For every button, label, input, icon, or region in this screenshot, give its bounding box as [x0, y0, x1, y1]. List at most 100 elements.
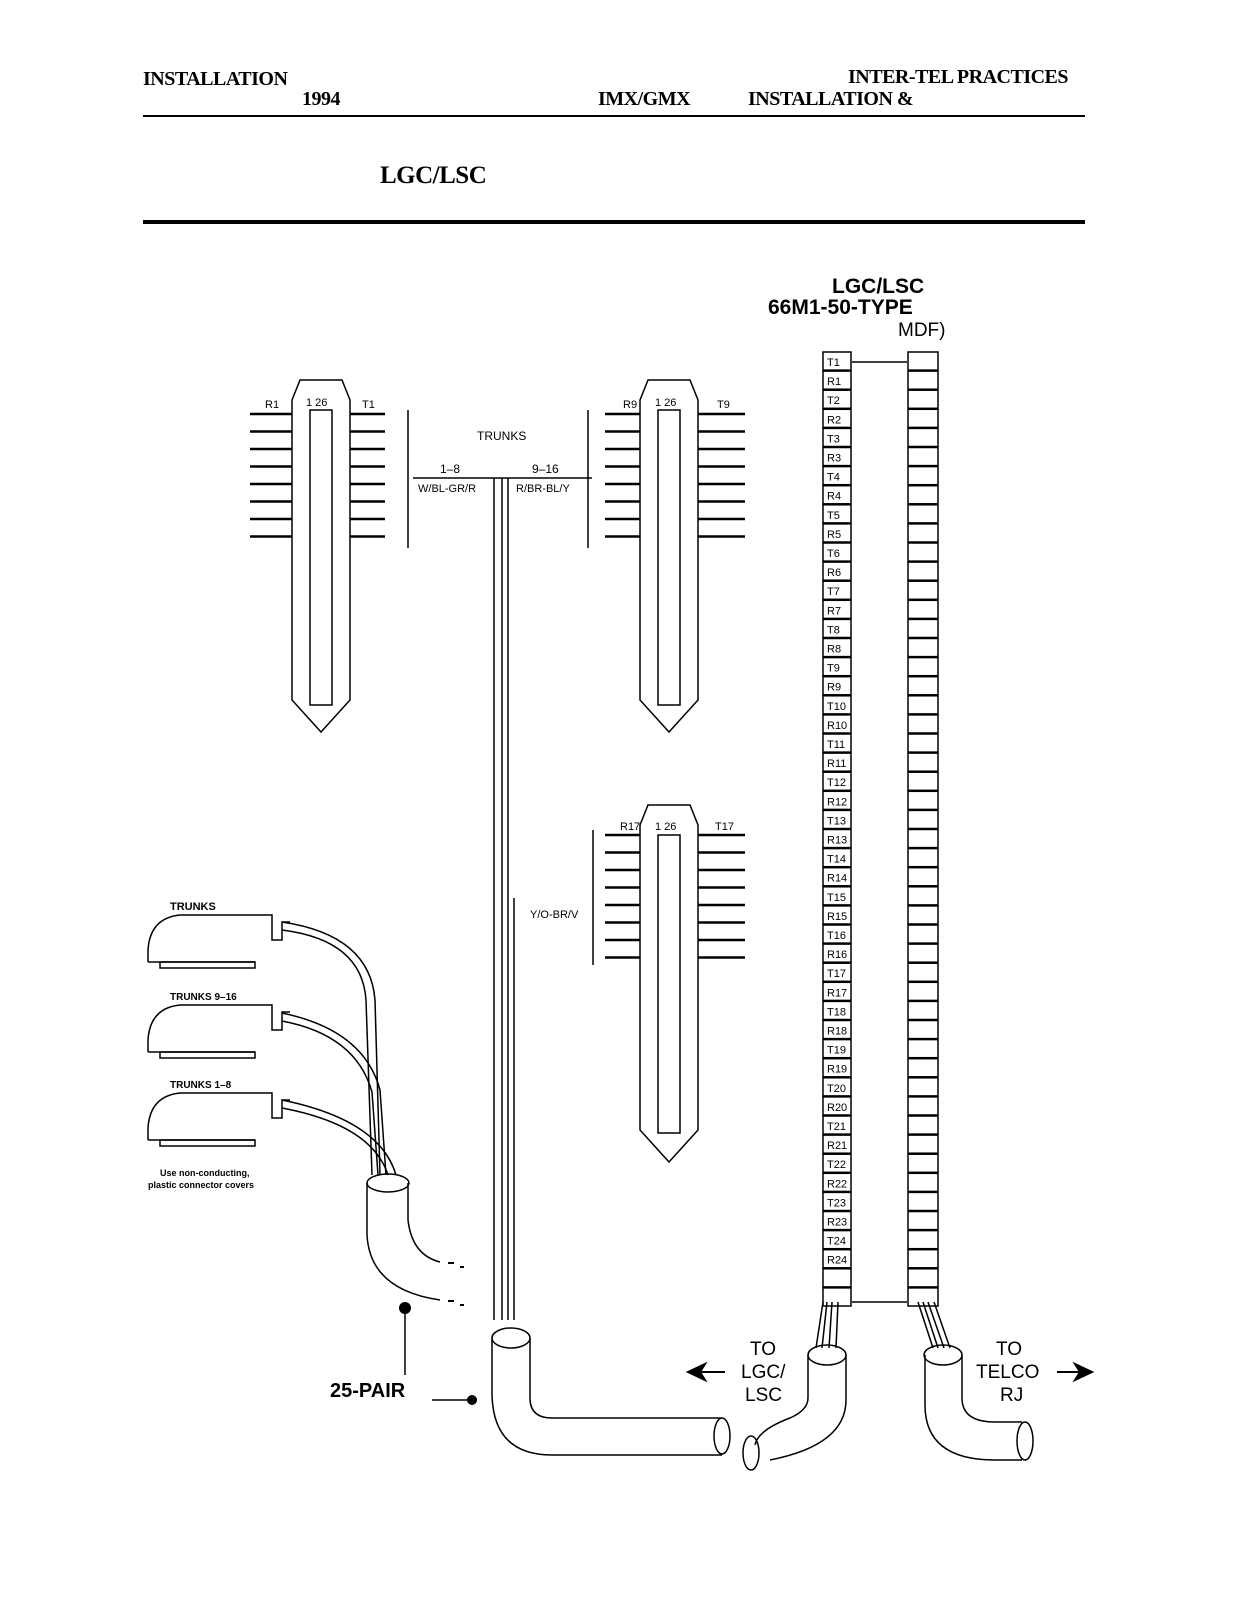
block-row-label: T17 — [827, 968, 846, 980]
connector-1-pins: 1 26 — [306, 397, 327, 409]
block-left-clip — [822, 599, 852, 620]
plug-3 — [147, 1092, 290, 1140]
block-row-label: T16 — [827, 930, 846, 942]
block-left-clip — [822, 446, 852, 467]
block-left-clip — [822, 981, 852, 1002]
block-left-clip — [822, 1096, 852, 1116]
header-left-title: INSTALLATION — [143, 68, 288, 90]
to-lgc-line-2: LGC/ — [741, 1362, 786, 1383]
block-right-clip — [907, 504, 939, 524]
block-row-label: R3 — [827, 453, 841, 465]
block-row-label: R9 — [827, 682, 841, 694]
block-left-clip — [822, 1000, 852, 1021]
block-left-clip — [822, 695, 852, 715]
block-right-clip — [907, 962, 939, 983]
colors-b-label: R/BR-BL/Y — [516, 483, 570, 495]
block-left-clip — [822, 847, 852, 868]
block-row-label: R7 — [827, 605, 841, 617]
section-title: LGC/LSC — [380, 162, 487, 189]
connector-3-slot — [657, 834, 681, 1134]
block-title: LGC/LSC — [832, 275, 924, 298]
block-right-clip — [907, 1115, 939, 1135]
to-telco-line-3: RJ — [1000, 1385, 1023, 1406]
block-left-clip — [822, 1287, 852, 1307]
block-left-clip — [822, 1038, 852, 1059]
to-lgc-line-3: LSC — [745, 1385, 782, 1406]
block-row-label: R20 — [827, 1102, 847, 1114]
block-row-label: T10 — [827, 701, 846, 713]
block-left-clip — [822, 886, 852, 906]
block-right-clip — [907, 561, 939, 581]
block-row-label: R23 — [827, 1217, 847, 1229]
block-right-clip — [907, 370, 939, 390]
block-left-clip — [822, 1153, 852, 1174]
block-row-label: R10 — [827, 720, 847, 732]
block-right-clip — [907, 828, 939, 849]
colors-c-label: Y/O-BR/V — [530, 909, 579, 921]
plug-1-label: TRUNKS — [170, 901, 216, 913]
block-right-clip — [907, 886, 939, 906]
block-right-clip — [907, 1038, 939, 1059]
block-right-clip — [907, 847, 939, 868]
block-left-clip — [822, 523, 852, 543]
to-telco-line-2: TELCO — [976, 1362, 1039, 1383]
block-row-label: R19 — [827, 1064, 847, 1076]
block-right-clip — [907, 1000, 939, 1021]
block-right-clip — [907, 1077, 939, 1097]
block-left-clip — [822, 1191, 852, 1212]
connector-3-pins: 1 26 — [655, 821, 676, 833]
block-right-clip — [907, 905, 939, 925]
header-right-title: INTER-TEL PRACTICES — [848, 66, 1069, 88]
connector-3-left: R17 — [620, 821, 640, 833]
block-right-clip — [907, 1248, 939, 1269]
block-left-clip — [822, 962, 852, 983]
block-row-label: T6 — [827, 548, 840, 560]
block-row-label: R12 — [827, 796, 847, 808]
block-left-clip — [822, 389, 852, 410]
block-row-label: T1 — [827, 357, 840, 369]
block-left-clip — [822, 866, 852, 887]
block-right-clip — [907, 523, 939, 543]
connector-2-right: T9 — [717, 399, 730, 411]
block-left-clip — [822, 618, 852, 639]
block-row-label: R18 — [827, 1026, 847, 1038]
block-right-clip — [907, 580, 939, 601]
block-row-label: T19 — [827, 1045, 846, 1057]
block-right-clip — [907, 1172, 939, 1193]
block-left-clip — [822, 1057, 852, 1078]
block-left-clip — [822, 924, 852, 944]
punchdown-block: T1R1T2R2T3R3T4R4T5R5T6R6T7R7T8R8T9R9T10R… — [822, 351, 939, 1307]
block-right-clip — [907, 809, 939, 830]
header-right-subtitle: INSTALLATION & — [748, 88, 914, 110]
block-left-clip — [822, 542, 852, 562]
connector-3-body — [639, 804, 699, 1164]
center-elbow — [491, 1338, 722, 1456]
block-row-label: R21 — [827, 1140, 847, 1152]
block-left-clip — [822, 504, 852, 524]
block-left-clip — [822, 637, 852, 658]
block-row-label: R2 — [827, 414, 841, 426]
block-right-clip — [907, 733, 939, 753]
block-right-clip — [907, 637, 939, 658]
plug-note-line-2: plastic connector covers — [148, 1180, 254, 1190]
block-left-clip — [822, 1248, 852, 1269]
cable-label: 25-PAIR — [330, 1380, 406, 1402]
connector-1-slot — [309, 409, 333, 706]
block-row-label: R13 — [827, 835, 847, 847]
block-left-clip — [822, 1229, 852, 1250]
connector-1-body — [291, 379, 351, 734]
block-right-clip — [907, 1191, 939, 1212]
connector-2-slot — [657, 409, 681, 706]
block-right-clip — [907, 1096, 939, 1116]
block-right-clip — [907, 599, 939, 620]
group-a-label: 1–8 — [440, 462, 460, 476]
block-left-clip — [822, 1172, 852, 1193]
block-right-clip — [907, 351, 939, 371]
block-right-clip — [907, 446, 939, 467]
connector-2-left: R9 — [623, 399, 637, 411]
block-right-clip — [907, 1057, 939, 1078]
block-row-label: T7 — [827, 586, 840, 598]
block-row-label: T13 — [827, 815, 846, 827]
block-row-label: R22 — [827, 1178, 847, 1190]
